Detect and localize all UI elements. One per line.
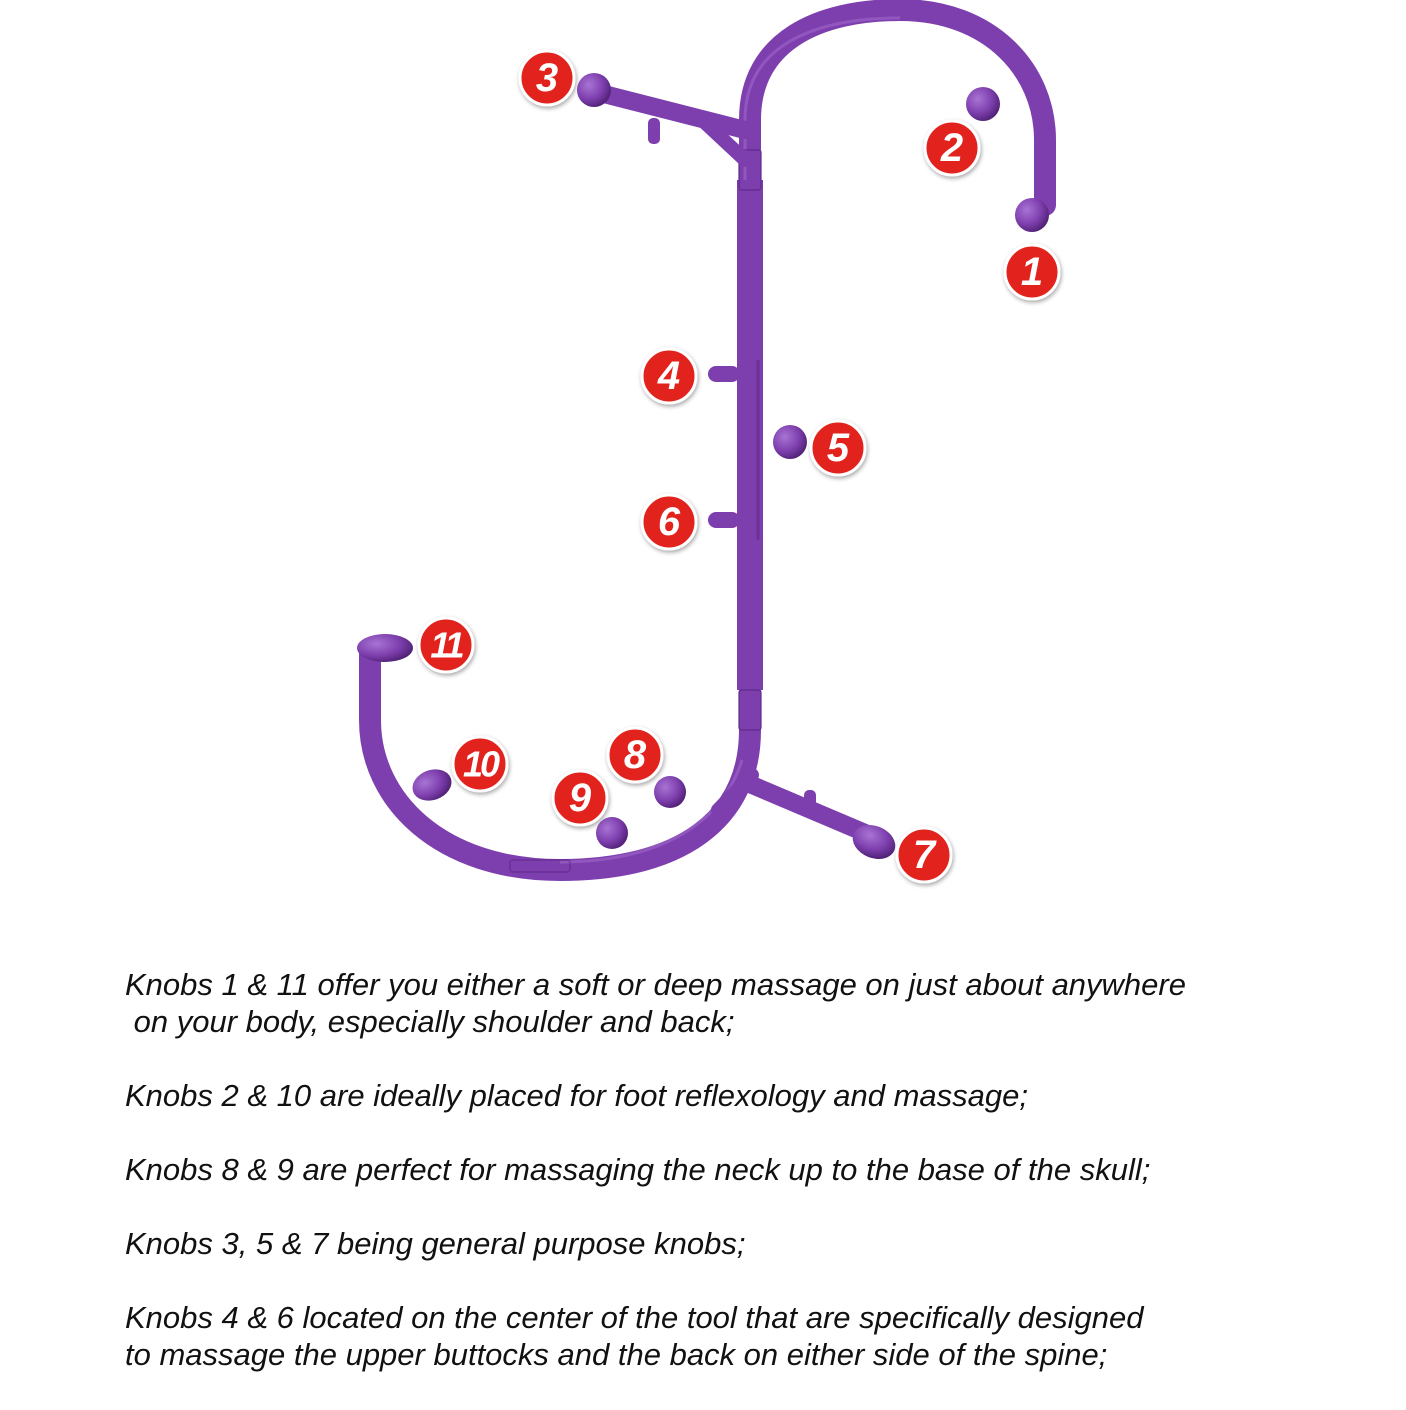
badge-6: 6 <box>640 493 698 551</box>
badge-5: 5 <box>809 419 867 477</box>
knob-11 <box>357 634 413 662</box>
badge-10-label: 10 <box>463 744 500 785</box>
knob-1 <box>1015 198 1049 232</box>
badge-2: 2 <box>923 119 981 177</box>
badge-8-label: 8 <box>624 733 647 777</box>
badge-7: 7 <box>895 826 953 884</box>
knob-10 <box>412 769 452 801</box>
knob-5 <box>773 425 807 459</box>
description-knobs-8-9: Knobs 8 & 9 are perfect for massaging th… <box>125 1152 1151 1187</box>
knob-6 <box>708 512 740 528</box>
badge-7-label: 7 <box>913 833 937 877</box>
badge-3: 3 <box>518 49 576 107</box>
badge-11: 11 <box>417 616 475 674</box>
badge-9-label: 9 <box>569 776 592 820</box>
knob-9 <box>596 817 628 849</box>
badge-4-label: 4 <box>657 354 680 398</box>
badge-1: 1 <box>1003 243 1061 301</box>
knob-8 <box>654 776 686 808</box>
knob-3 <box>577 73 611 107</box>
badge-1-label: 1 <box>1021 250 1043 294</box>
knob-7 <box>852 825 896 859</box>
description-knobs-1-11: Knobs 1 & 11 offer you either a soft or … <box>125 967 1186 1039</box>
description-knobs-3-5-7: Knobs 3, 5 & 7 being general purpose kno… <box>125 1226 746 1261</box>
badge-3-label: 3 <box>536 56 558 100</box>
upper-arm <box>577 73 754 167</box>
knob-4 <box>708 366 740 382</box>
knob-descriptions: Knobs 1 & 11 offer you either a soft or … <box>125 966 1355 1410</box>
badge-11-label: 11 <box>430 625 463 666</box>
lower-arm <box>711 768 896 859</box>
description-knobs-4-6: Knobs 4 & 6 located on the center of the… <box>125 1300 1144 1372</box>
badge-10: 10 <box>451 735 509 793</box>
description-knobs-2-10: Knobs 2 & 10 are ideally placed for foot… <box>125 1078 1028 1113</box>
badge-6-label: 6 <box>658 500 681 544</box>
badge-9: 9 <box>551 769 609 827</box>
massage-tool-diagram: 1 2 3 4 5 6 7 8 9 10 11 <box>357 0 1061 884</box>
badge-4: 4 <box>640 347 698 405</box>
knob-2 <box>966 87 1000 121</box>
badge-2-label: 2 <box>940 126 963 170</box>
badge-8: 8 <box>606 726 664 784</box>
badge-5-label: 5 <box>827 426 850 470</box>
